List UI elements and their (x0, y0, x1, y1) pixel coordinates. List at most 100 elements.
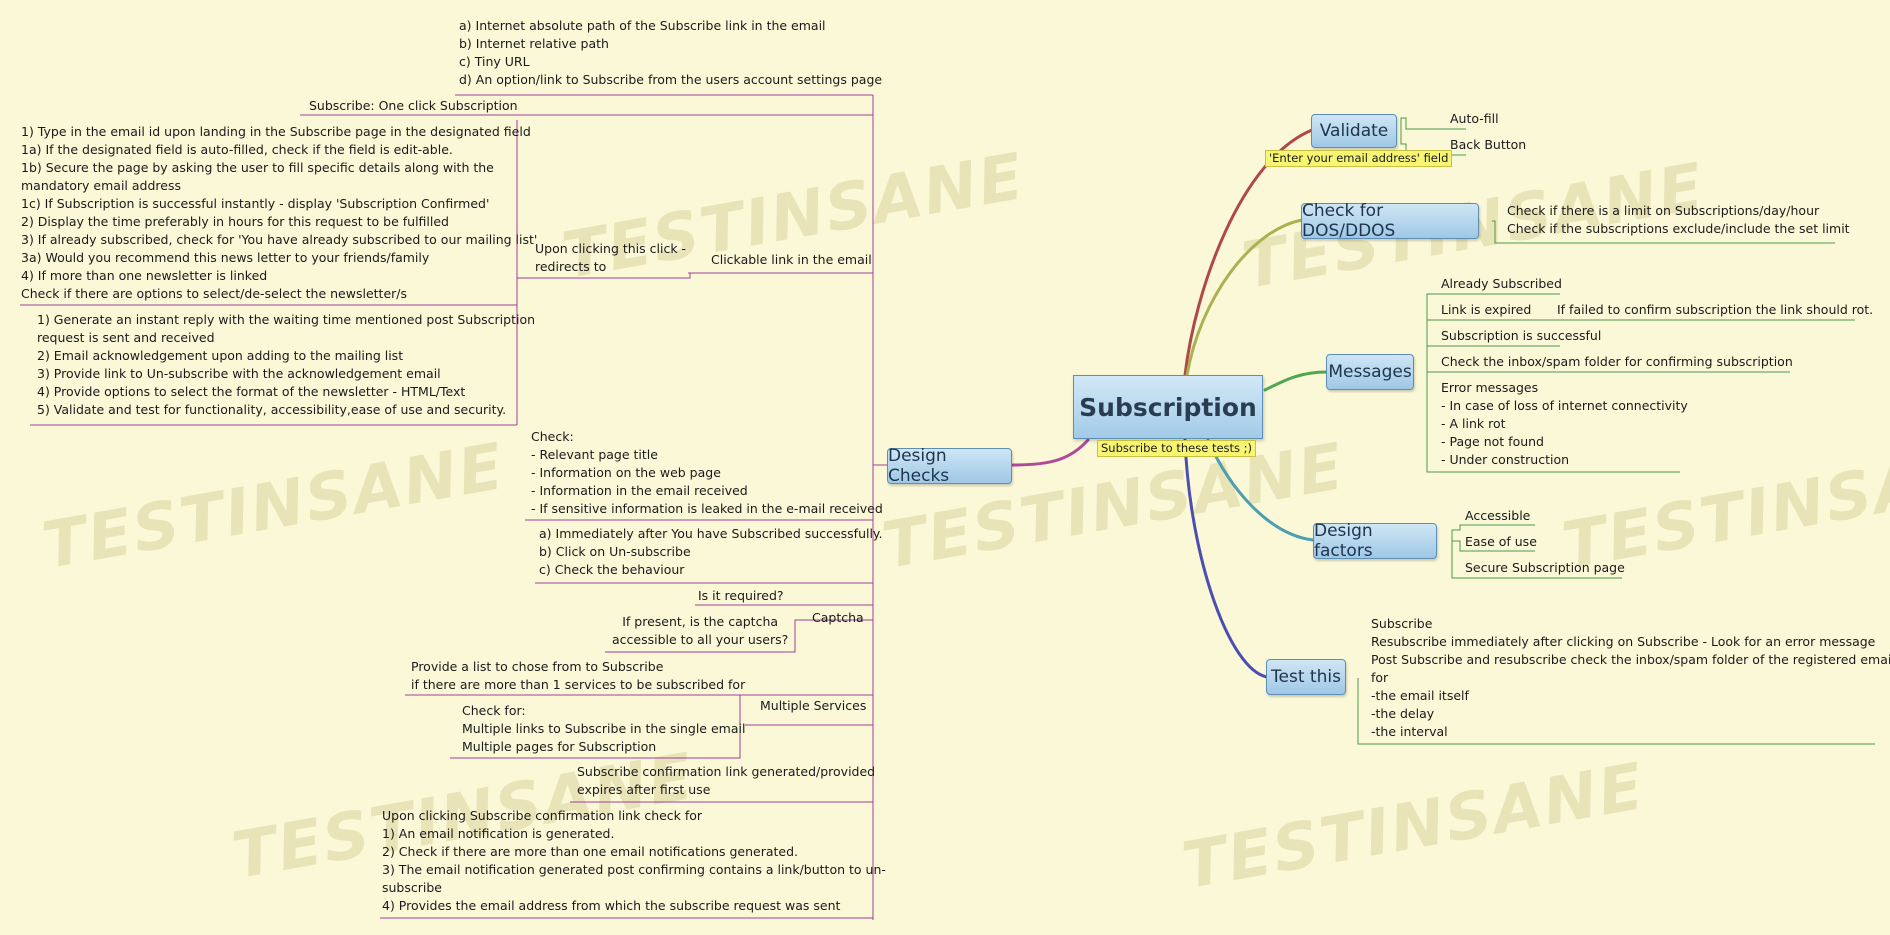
general-check-line: - Information in the email received (531, 483, 748, 498)
services-checks: Check for: Multiple links to Subscribe i… (462, 702, 745, 756)
page-check-line: 1b) Secure the page by asking the user t… (21, 160, 494, 175)
error-line: - Page not found (1441, 434, 1544, 449)
multiple-services: Multiple Services (760, 698, 867, 713)
page-check-line: mandatory email address (21, 178, 181, 193)
design-factor-accessible: Accessible (1465, 508, 1531, 523)
topic-dos-ddos[interactable]: Check for DOS/DDOS (1301, 201, 1479, 241)
topic-messages-label: Messages (1328, 362, 1412, 382)
captcha-accessibility: If present, is the captcha accessible to… (612, 613, 788, 649)
unsubscribe-checks: a) Immediately after You have Subscribed… (539, 525, 883, 579)
test-this-steps: Subscribe Resubscribe immediately after … (1371, 615, 1890, 741)
general-check-line: - Information on the web page (531, 465, 721, 480)
captcha: Captcha (812, 610, 864, 625)
test-line: Resubscribe immediately after clicking o… (1371, 634, 1876, 649)
design-factor-ease: Ease of use (1465, 534, 1537, 549)
test-line: -the interval (1371, 724, 1448, 739)
dos-line: Check if there is a limit on Subscriptio… (1507, 203, 1820, 218)
topic-validate-label: Validate (1319, 121, 1389, 141)
page-check-line: 1) Type in the email id upon landing in … (21, 124, 531, 139)
msg-already-subscribed: Already Subscribed (1441, 276, 1562, 291)
topic-design-factors[interactable]: Design factors (1313, 521, 1437, 561)
design-factor-secure: Secure Subscription page (1465, 560, 1625, 575)
unsubscribe-line: b) Click on Un-subscribe (539, 544, 691, 559)
notification-line: subscribe (382, 880, 442, 895)
post-check-line: 5) Validate and test for functionality, … (37, 402, 507, 417)
topic-messages[interactable]: Messages (1326, 354, 1414, 390)
notification-line: Upon clicking Subscribe confirmation lin… (382, 808, 703, 823)
redirect-line: redirects to (535, 259, 607, 274)
error-line: Error messages (1441, 380, 1539, 395)
link-type-line: b) Internet relative path (459, 36, 609, 51)
post-check-line: 2) Email acknowledgement upon adding to … (37, 348, 404, 363)
captcha-required: Is it required? (698, 588, 784, 603)
topic-dos-ddos-label: Check for DOS/DDOS (1302, 201, 1396, 241)
error-line: - A link rot (1441, 416, 1506, 431)
notification-line: 2) Check if there are more than one emai… (382, 844, 799, 859)
general-check-line: - Relevant page title (531, 447, 658, 462)
page-check-line: 3a) Would you recommend this news letter… (21, 250, 430, 265)
page-check-line: 4) If more than one newsletter is linked (21, 268, 268, 283)
services-list: Provide a list to chose from to Subscrib… (411, 658, 745, 694)
link-type-line: d) An option/link to Subscribe from the … (459, 72, 883, 87)
captcha-line: accessible to all your users? (612, 632, 789, 647)
notification-line: 1) An email notification is generated. (382, 826, 615, 841)
confirm-link-line: Subscribe confirmation link generated/pr… (577, 764, 876, 779)
dos-checks: Check if there is a limit on Subscriptio… (1507, 202, 1850, 238)
central-topic-label: Subscription (1079, 392, 1257, 422)
link-type-line: c) Tiny URL (459, 54, 530, 69)
topic-design-checks-label: Design Checks (888, 446, 950, 486)
validate-note: 'Enter your email address' field (1265, 150, 1453, 167)
dos-line: Check if the subscriptions exclude/inclu… (1507, 221, 1850, 236)
services-list-line: Provide a list to chose from to Subscrib… (411, 659, 664, 674)
clickable-link: Clickable link in the email (711, 252, 872, 267)
validate-autofill: Auto-fill (1450, 111, 1499, 126)
page-check-line: 1c) If Subscription is successful instan… (21, 196, 490, 211)
confirm-link-line: expires after first use (577, 782, 711, 797)
msg-link-expired: Link is expired (1441, 302, 1532, 317)
msg-link-expired-detail: If failed to confirm subscription the li… (1557, 302, 1874, 317)
notification-checks: Upon clicking Subscribe confirmation lin… (382, 807, 886, 915)
test-line: Subscribe (1371, 616, 1433, 631)
topic-validate[interactable]: Validate (1311, 114, 1397, 148)
notification-line: 4) Provides the email address from which… (382, 898, 841, 913)
msg-successful: Subscription is successful (1441, 328, 1602, 343)
topic-test-this[interactable]: Test this (1266, 659, 1346, 695)
post-subscription-checks: 1) Generate an instant reply with the wa… (37, 311, 535, 419)
subscribe-page-checks: 1) Type in the email id upon landing in … (21, 123, 537, 303)
test-line: -the email itself (1371, 688, 1469, 703)
services-check-line: Multiple links to Subscribe in the singl… (462, 721, 746, 736)
notification-line: 3) The email notification generated post… (382, 862, 886, 877)
test-line: for (1371, 670, 1389, 685)
post-check-line: 3) Provide link to Un-subscribe with the… (37, 366, 441, 381)
link-type-line: a) Internet absolute path of the Subscri… (459, 18, 826, 33)
topic-design-checks[interactable]: Design Checks (887, 446, 1012, 486)
general-check-line: Check: (531, 429, 574, 444)
link-types: a) Internet absolute path of the Subscri… (459, 17, 882, 89)
redirect-line: Upon clicking this click - (535, 241, 687, 256)
test-line: Post Subscribe and resubscribe check the… (1371, 652, 1890, 667)
central-topic[interactable]: Subscription (1073, 375, 1263, 439)
topic-test-this-label: Test this (1271, 667, 1341, 687)
captcha-line: If present, is the captcha (622, 614, 779, 629)
one-click-subscription: Subscribe: One click Subscription (309, 98, 518, 113)
general-checks: Check: - Relevant page title - Informati… (531, 428, 883, 518)
msg-check-inbox: Check the inbox/spam folder for confirmi… (1441, 354, 1793, 369)
unsubscribe-line: c) Check the behaviour (539, 562, 685, 577)
page-check-line: Check if there are options to select/de-… (21, 286, 407, 301)
services-check-line: Multiple pages for Subscription (462, 739, 657, 754)
post-check-line: request is sent and received (37, 330, 215, 345)
services-check-line: Check for: (462, 703, 526, 718)
topic-design-factors-label: Design factors (1314, 521, 1373, 561)
error-line: - In case of loss of internet connectivi… (1441, 398, 1688, 413)
test-line: -the delay (1371, 706, 1435, 721)
post-check-line: 1) Generate an instant reply with the wa… (37, 312, 536, 327)
redirects-to: Upon clicking this click - redirects to (535, 240, 686, 276)
page-check-line: 3) If already subscribed, check for 'You… (21, 232, 538, 247)
confirm-link-expiry: Subscribe confirmation link generated/pr… (577, 763, 875, 799)
services-list-line: if there are more than 1 services to be … (411, 677, 746, 692)
msg-error-messages: Error messages - In case of loss of inte… (1441, 379, 1688, 469)
general-check-line: - If sensitive information is leaked in … (531, 501, 883, 516)
post-check-line: 4) Provide options to select the format … (37, 384, 466, 399)
